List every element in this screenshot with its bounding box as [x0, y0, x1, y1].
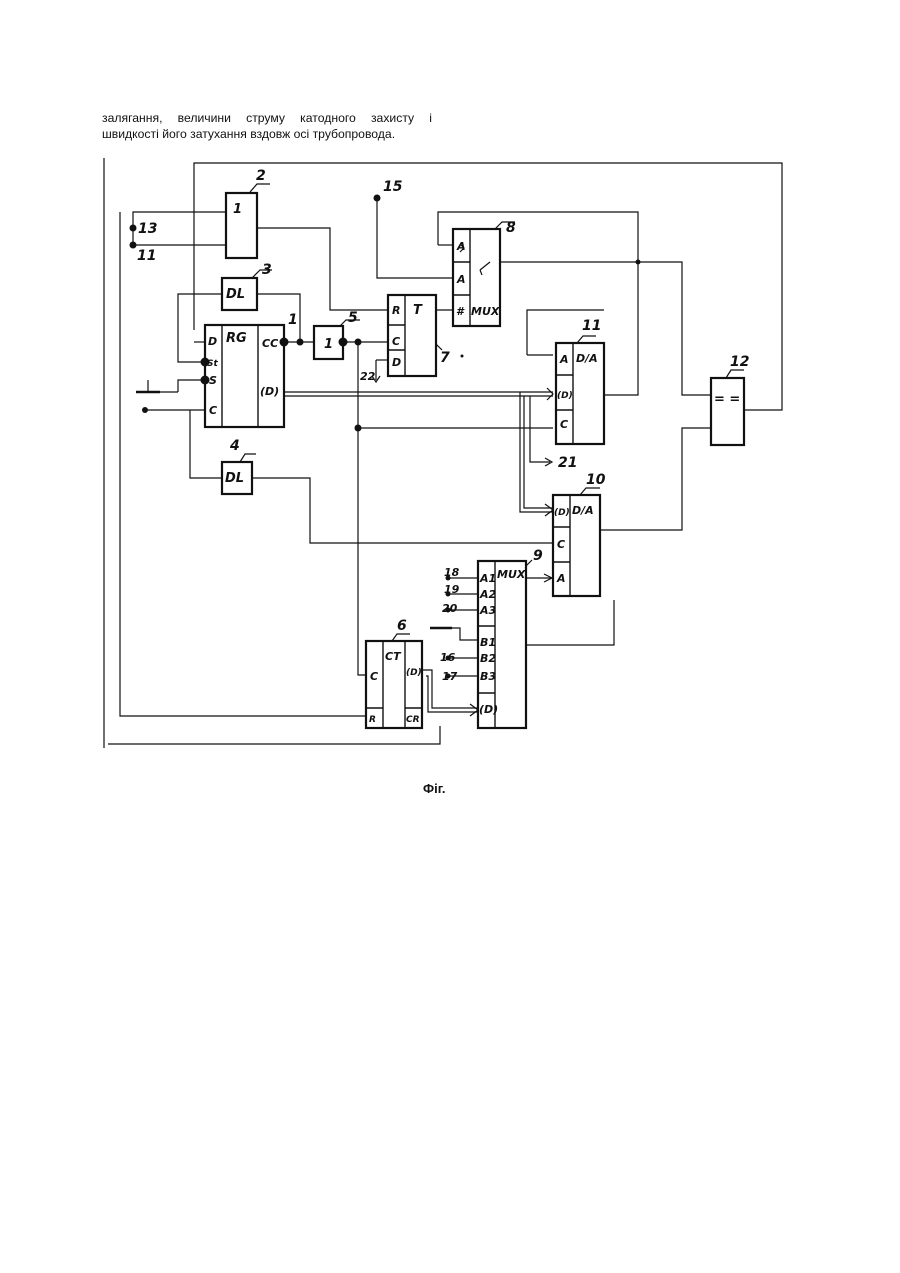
multiplexer-9-ref: 9	[533, 548, 543, 564]
terminal-11: 11	[137, 248, 156, 264]
counter-ct-ref: 6	[397, 618, 407, 634]
dac-11-label: D/A	[576, 352, 598, 365]
terminal-20: 20	[442, 602, 458, 615]
svg-text:A: A	[559, 353, 569, 366]
svg-text:C: C	[392, 335, 400, 348]
dac-10: D/A (D) C A 10	[553, 472, 606, 596]
inverter-block: 1 5	[314, 310, 360, 359]
multiplexer-8-label: MUX	[471, 305, 500, 318]
inverter-block-label: 1	[324, 337, 333, 352]
svg-text:A1: A1	[479, 572, 496, 585]
svg-text:D: D	[392, 356, 401, 369]
svg-text:R: R	[392, 304, 400, 317]
svg-text:(D): (D)	[554, 508, 570, 518]
svg-text:C: C	[557, 538, 565, 551]
block-1: 1 2	[226, 168, 270, 258]
svg-text:(D): (D)	[557, 391, 573, 401]
terminal-15: 15	[383, 179, 403, 195]
trigger-t: T R C D 7	[388, 295, 450, 376]
register-rg: RG D St S C CC (D) 1	[205, 312, 298, 427]
register-rg-ref: 1	[288, 312, 298, 328]
dac-11-ref: 11	[582, 318, 601, 334]
trigger-t-ref: 7	[440, 350, 450, 366]
svg-text:#: #	[456, 305, 465, 318]
svg-text:R: R	[369, 715, 376, 725]
svg-text:A: A	[556, 572, 566, 585]
svg-text:C: C	[209, 404, 217, 417]
svg-text:(D): (D)	[260, 385, 279, 398]
svg-text:CR: CR	[406, 715, 420, 725]
multiplexer-9: MUX A1 A2 A3 B1 B2 B3 (D) 9	[478, 548, 543, 728]
delay-block-4-ref: 4	[229, 438, 240, 454]
comparator-12-ref: 12	[730, 354, 749, 370]
counter-ct-label: CT	[385, 650, 402, 663]
svg-text:St: St	[207, 359, 218, 369]
dac-10-ref: 10	[586, 472, 606, 488]
svg-text:B1: B1	[480, 636, 496, 649]
dac-10-label: D/A	[572, 504, 594, 517]
multiplexer-8: A A # MUX 8	[453, 220, 516, 326]
svg-text:B3: B3	[480, 670, 496, 683]
svg-text:C: C	[370, 670, 378, 683]
figure-caption: Фіг.	[423, 781, 445, 796]
svg-text:A2: A2	[479, 588, 497, 601]
junctions	[130, 195, 641, 679]
delay-block-3: DL 3	[222, 262, 272, 310]
terminal-18: 18	[444, 566, 460, 579]
svg-text:D: D	[208, 335, 217, 348]
delay-block-4: DL 4	[222, 438, 256, 494]
svg-text:A3: A3	[479, 604, 497, 617]
delay-block-4-label: DL	[225, 471, 244, 486]
counter-ct: CT C R (D) CR 6	[366, 618, 422, 728]
inverter-block-ref: 5	[348, 310, 358, 326]
svg-text:S: S	[209, 374, 217, 387]
terminal-21: 21	[558, 455, 577, 471]
terminal-13: 13	[138, 221, 157, 237]
svg-text:B2: B2	[480, 652, 496, 665]
block-1-ref: 2	[256, 168, 266, 184]
terminal-22: 22	[360, 370, 376, 383]
svg-text:(D): (D)	[406, 668, 422, 678]
delay-block-3-label: DL	[226, 287, 245, 302]
dac-11: D/A A (D) C 11	[527, 318, 604, 444]
svg-text:C: C	[560, 418, 568, 431]
trigger-t-label: T	[413, 303, 423, 318]
comparator-12: = = 12	[711, 354, 749, 445]
svg-text:CC: CC	[262, 337, 278, 350]
svg-text:(D): (D)	[479, 703, 498, 716]
multiplexer-9-label: MUX	[497, 568, 526, 581]
register-rg-label: RG	[226, 331, 247, 346]
block-1-label: 1	[233, 202, 242, 217]
svg-text:A: A	[456, 273, 466, 286]
comparator-12-label: = =	[714, 392, 740, 407]
